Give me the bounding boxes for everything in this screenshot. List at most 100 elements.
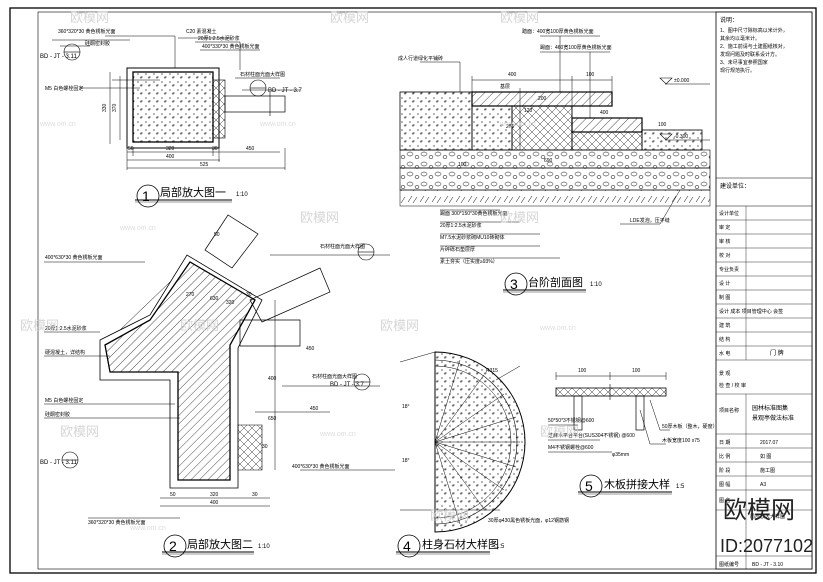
detail-3-section <box>399 35 711 259</box>
detail5-dim-1: 100 <box>578 368 587 374</box>
notes-line-3: 2、施工前请与土建图纸核对， <box>720 43 788 50</box>
tb-row-4-key: 专业负责 <box>719 266 739 273</box>
detail2-label-l2: 硬混凝土，详结构 <box>45 349 85 356</box>
detail3-label-b1: 踢面 300*150*30黄色锈板光面 <box>440 210 508 217</box>
detail2-dim-30c: 30 <box>252 492 258 498</box>
detail2-dim-30b: 30 <box>262 444 268 450</box>
detail3-label-b6: LDE发泡，压平缝 <box>630 217 670 224</box>
detail2-dim-50b: 50 <box>170 492 176 498</box>
tb-drawing-name-label: 图 名 <box>719 497 730 504</box>
tb-project-label: 项目名称 <box>719 407 739 414</box>
detail5-dim-2: 100 <box>632 368 641 374</box>
svg-text:欧模网: 欧模网 <box>300 210 339 225</box>
detail1-dim-330: 330 <box>102 103 108 112</box>
detail3-number-circle <box>504 272 528 296</box>
detail5-title: 木板拼接大样 <box>604 477 670 491</box>
detail1-number-circle <box>136 184 160 208</box>
detail3-label-t3: 基层 <box>500 83 510 90</box>
detail5-label-l3: M4不锈钢螺栓@600 <box>548 444 594 451</box>
svg-text:www.om.cn: www.om.cn <box>539 325 576 332</box>
detail3-dim-100a: 100 <box>586 72 595 78</box>
detail1-label-left-a: M5 白色螺栓固定 <box>45 85 83 92</box>
detail2-label-l3: M5 白色螺栓固定 <box>45 397 83 404</box>
detail2-dim-650: 650 <box>268 416 277 422</box>
detail5-label-r3: φ35mm <box>612 452 629 458</box>
tb-drawing-name: 局部放大大样图 <box>750 513 785 520</box>
tb-drawing-no-label: 图纸编号 <box>719 561 739 568</box>
detail3-dim-400b: 400 <box>600 110 609 116</box>
tb-row-2-key: 审 核 <box>719 238 730 245</box>
detail1-label-top-d: 400*330*30 黄色锈板光面 <box>202 43 260 50</box>
detail3-label-t4: 成人行道绿化平铺砖 <box>398 55 443 62</box>
detail2-dim-450b: 450 <box>306 346 315 352</box>
detail2-label-r1: 石材柱面光面大样图 <box>312 373 357 380</box>
detail5-label-l1: 50*50*3不锈钢@600 <box>548 417 594 424</box>
detail2-title: 局部放大图二 <box>187 537 253 551</box>
notes-head: 说明： <box>720 16 738 24</box>
detail4-angle-1: 18° <box>402 404 410 410</box>
detail5-number-circle <box>579 474 603 498</box>
tb-row-12-value: 门 牌 <box>770 349 784 357</box>
detail2-label-l4: 硅酮密封胶 <box>45 411 70 418</box>
detail1-dim-525: 525 <box>200 162 209 168</box>
detail2-dim-50a: 50 <box>214 232 220 238</box>
detail2-dim-400: 400 <box>268 376 277 382</box>
watermark-id: ID:2077102 <box>720 536 813 556</box>
detail4-bottom-label: 30厚φ430黑色锈板光面，φ12钢筋钢 <box>488 517 569 524</box>
tb-row-7-key: 设计 成本 项目管理中心 会签 <box>719 308 783 315</box>
detail2-scale: 1:10 <box>258 544 270 550</box>
tb-size-label: 图 幅 <box>719 481 730 488</box>
detail2-number-circle <box>163 534 187 558</box>
detail3-title: 台阶剖面图 <box>528 275 583 289</box>
tb-stage-label: 阶 段 <box>719 467 730 474</box>
detail1-number: 1 <box>142 188 150 204</box>
detail4-angle-2: 18° <box>402 458 410 464</box>
tb-scale: 如 图 <box>760 453 771 460</box>
detail2-number: 2 <box>169 538 177 554</box>
detail1-label-top-a: 360*320*30 黄色锈板光面 <box>58 28 116 35</box>
detail1-dim-320: 320 <box>166 146 175 152</box>
svg-text:www.om.cn: www.om.cn <box>499 121 536 128</box>
watermark-layer: 欧模网 欧模网 欧模网 欧模网 欧模网 欧模网 欧模网 欧模网 欧模网 欧模网 … <box>20 10 579 532</box>
detail1-label-left-b: 硅酮密封胶 <box>85 40 110 47</box>
svg-text:www.om.cn: www.om.cn <box>119 225 156 232</box>
detail3-label-b3: M7.5水泥砂浆砌MU10砖砌体 <box>440 234 504 241</box>
detail1-title: 局部放大图一 <box>160 185 226 199</box>
svg-text:欧模网: 欧模网 <box>20 318 59 333</box>
detail1-ref-right: BD - JT - 3.7 <box>268 88 303 94</box>
tb-row-6-key: 制 图 <box>719 294 730 301</box>
detail2-ref-left: BD - JT - 3.11 <box>40 460 77 466</box>
svg-text:欧模网: 欧模网 <box>380 318 419 333</box>
detail1-label-top-b: C20 素混凝土 <box>186 28 217 35</box>
svg-text:欧模网: 欧模网 <box>330 10 369 25</box>
detail3-dim-690: 690 <box>544 158 553 164</box>
detail3-label-b4: 片碎砾石垫层厚 <box>440 246 475 253</box>
detail4-number: 4 <box>403 538 411 554</box>
detail5-scale: 1:5 <box>676 484 685 490</box>
detail1-scale: 1:10 <box>236 192 248 198</box>
detail3-scale: 1:10 <box>590 282 602 288</box>
detail3-label-t1: 踏面：400宽100厚黄色锈板光面 <box>522 28 594 35</box>
detail-2-plan <box>44 214 395 519</box>
detail3-dim-100c: 100 <box>658 122 667 128</box>
detail2-label-bottom: 360*320*30 黄色锈板光面 <box>88 519 146 526</box>
detail1-label-top-c: 20厚1:2.5水泥砂浆 <box>198 35 240 42</box>
detail2-dim-400b: 400 <box>210 500 219 506</box>
svg-text:www.om.cn: www.om.cn <box>129 525 166 532</box>
svg-text:欧模网: 欧模网 <box>540 424 579 439</box>
svg-text:欧模网: 欧模网 <box>180 318 219 333</box>
svg-text:www.om.cn: www.om.cn <box>259 121 296 128</box>
detail3-dim-120: 120 <box>524 108 533 114</box>
outer-frame <box>9 7 817 574</box>
detail3-dim-270: 270 <box>506 124 515 130</box>
detail2-label-l1: 20厚1:2.5水泥砂浆 <box>45 325 87 332</box>
notes-line-1: 1、图中尺寸除标高以米计外， <box>720 27 788 34</box>
tb-row-8-key: 建 筑 <box>719 322 730 329</box>
tb-size: A3 <box>760 482 766 488</box>
detail3-elev-minus: -0.300 <box>674 134 688 140</box>
tb-project-v1: 园林标准图集 <box>752 404 788 412</box>
build-unit-label: 建设单位： <box>720 182 750 190</box>
tb-stage: 施工图 <box>760 467 775 474</box>
detail5-number: 5 <box>585 478 593 494</box>
tb-date: 2017.07 <box>760 440 778 446</box>
